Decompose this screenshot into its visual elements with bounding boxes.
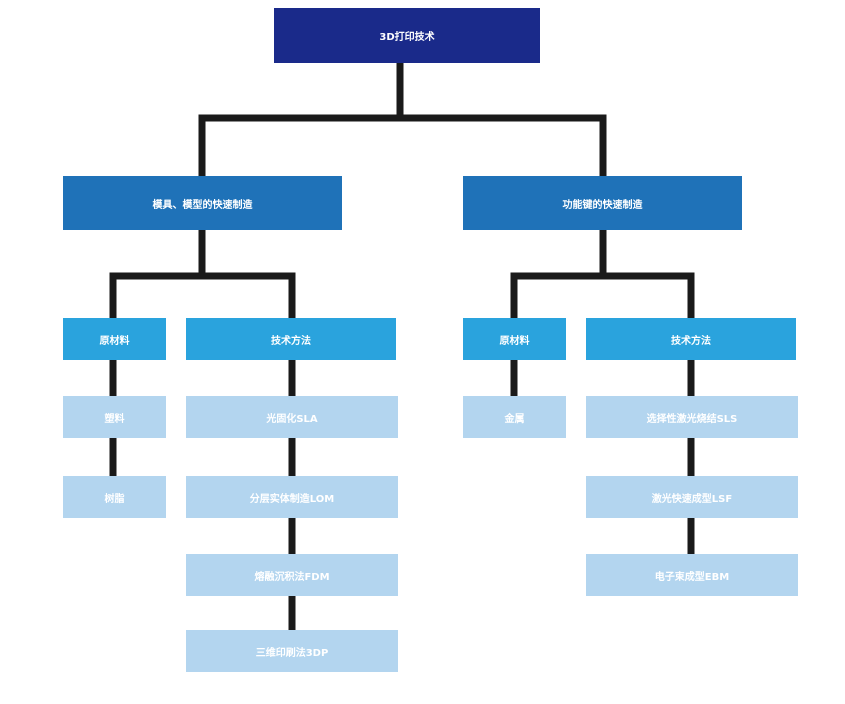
connector-root (198, 59, 607, 180)
left-method-item-2: 分层实体制造LOM (186, 476, 398, 518)
connector-right-branch (510, 226, 695, 322)
root-node: 3D打印技术 (274, 8, 540, 63)
branch-left-node: 模具、模型的快速制造 (63, 176, 342, 230)
left-materials-node: 原材料 (63, 318, 166, 360)
right-materials-node: 原材料 (463, 318, 566, 360)
right-method-item-1: 选择性激光烧结SLS (586, 396, 798, 438)
left-methods-node: 技术方法 (186, 318, 396, 360)
left-method-item-4: 三维印刷法3DP (186, 630, 398, 672)
right-method-item-2: 激光快速成型LSF (586, 476, 798, 518)
right-material-item-1: 金属 (463, 396, 566, 438)
left-method-item-1: 光固化SLA (186, 396, 398, 438)
left-material-item-1: 塑料 (63, 396, 166, 438)
connector-left-branch (109, 226, 296, 322)
right-method-item-3: 电子束成型EBM (586, 554, 798, 596)
branch-right-node: 功能键的快速制造 (463, 176, 742, 230)
right-methods-node: 技术方法 (586, 318, 796, 360)
left-material-item-2: 树脂 (63, 476, 166, 518)
left-method-item-3: 熔融沉积法FDM (186, 554, 398, 596)
